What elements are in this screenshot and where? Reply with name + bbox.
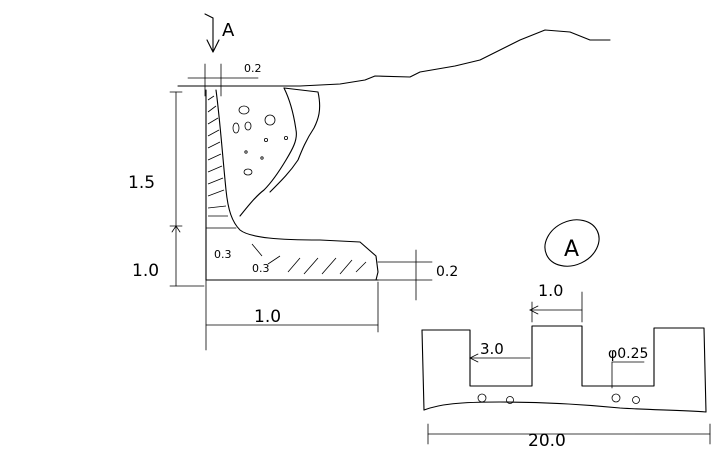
detail-marker-a [544, 219, 600, 267]
wall-top-dimension [187, 63, 259, 97]
left-height-dimension [169, 91, 205, 287]
tooth-width-label: 1.0 [538, 281, 563, 300]
slab-thickness-label: 0.2 [436, 264, 458, 280]
section-arrow-a [204, 13, 220, 53]
wall-thickness-label: 0.2 [244, 62, 262, 75]
height-label-lower: 1.0 [132, 261, 159, 281]
section-label-a-top: A [222, 20, 235, 41]
rebar-leader [611, 361, 645, 389]
slab-inner-label-1: 0.3 [214, 248, 232, 261]
gap-width-label: 3.0 [480, 340, 504, 358]
section-aa-profile [421, 325, 707, 413]
backfill-soil [232, 87, 321, 217]
rebar-diameter-label: φ0.25 [608, 346, 648, 362]
gap-width-dimension [469, 353, 531, 363]
retaining-wall-body [205, 89, 379, 281]
base-length-label: 1.0 [254, 307, 281, 327]
slab-inner-label-2: 0.3 [252, 262, 270, 275]
height-label-upper: 1.5 [128, 173, 155, 193]
base-length-dimension [205, 279, 379, 351]
total-length-label: 20.0 [528, 431, 566, 450]
section-label-a-detail: A [564, 237, 579, 262]
ground-surface-line [177, 29, 611, 87]
tooth-width-dimension [529, 291, 583, 323]
slab-thickness-dimension [377, 249, 433, 301]
total-length-dimension [427, 423, 711, 445]
